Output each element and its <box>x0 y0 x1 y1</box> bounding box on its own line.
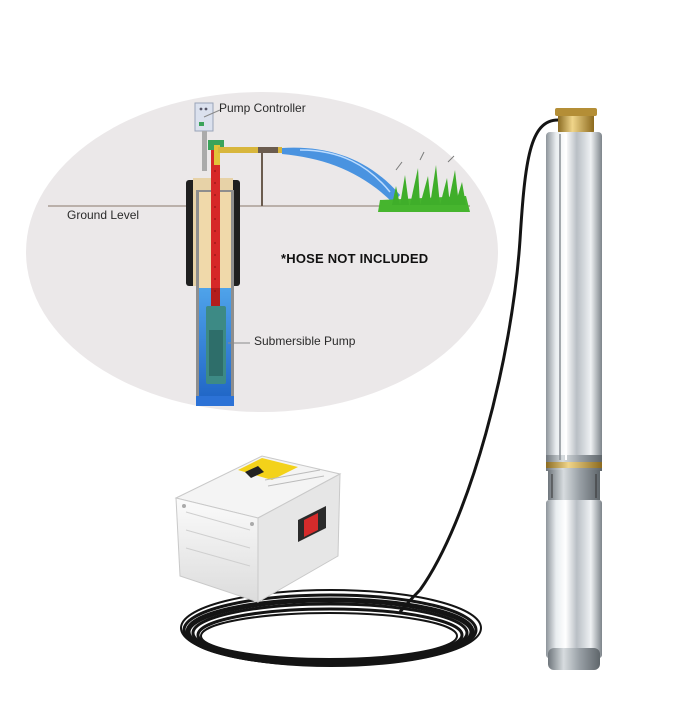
well-pump <box>206 306 250 384</box>
riser-pipe <box>211 150 220 308</box>
diagram-controller <box>194 102 221 171</box>
hose-note: *HOSE NOT INCLUDED <box>281 251 429 266</box>
submersible-pump-icon <box>546 108 602 670</box>
discharge-pipe <box>208 140 282 206</box>
pump-controller-label: Pump Controller <box>219 101 306 115</box>
water-jet <box>282 147 400 203</box>
diagram-background <box>26 92 498 412</box>
submersible-pump-label: Submersible Pump <box>254 334 356 348</box>
grass-icon <box>378 165 470 212</box>
pump-cable <box>418 118 559 591</box>
ground-level-label: Ground Level <box>67 208 140 222</box>
cable-coil-icon <box>180 589 482 667</box>
control-box-icon <box>174 455 342 603</box>
